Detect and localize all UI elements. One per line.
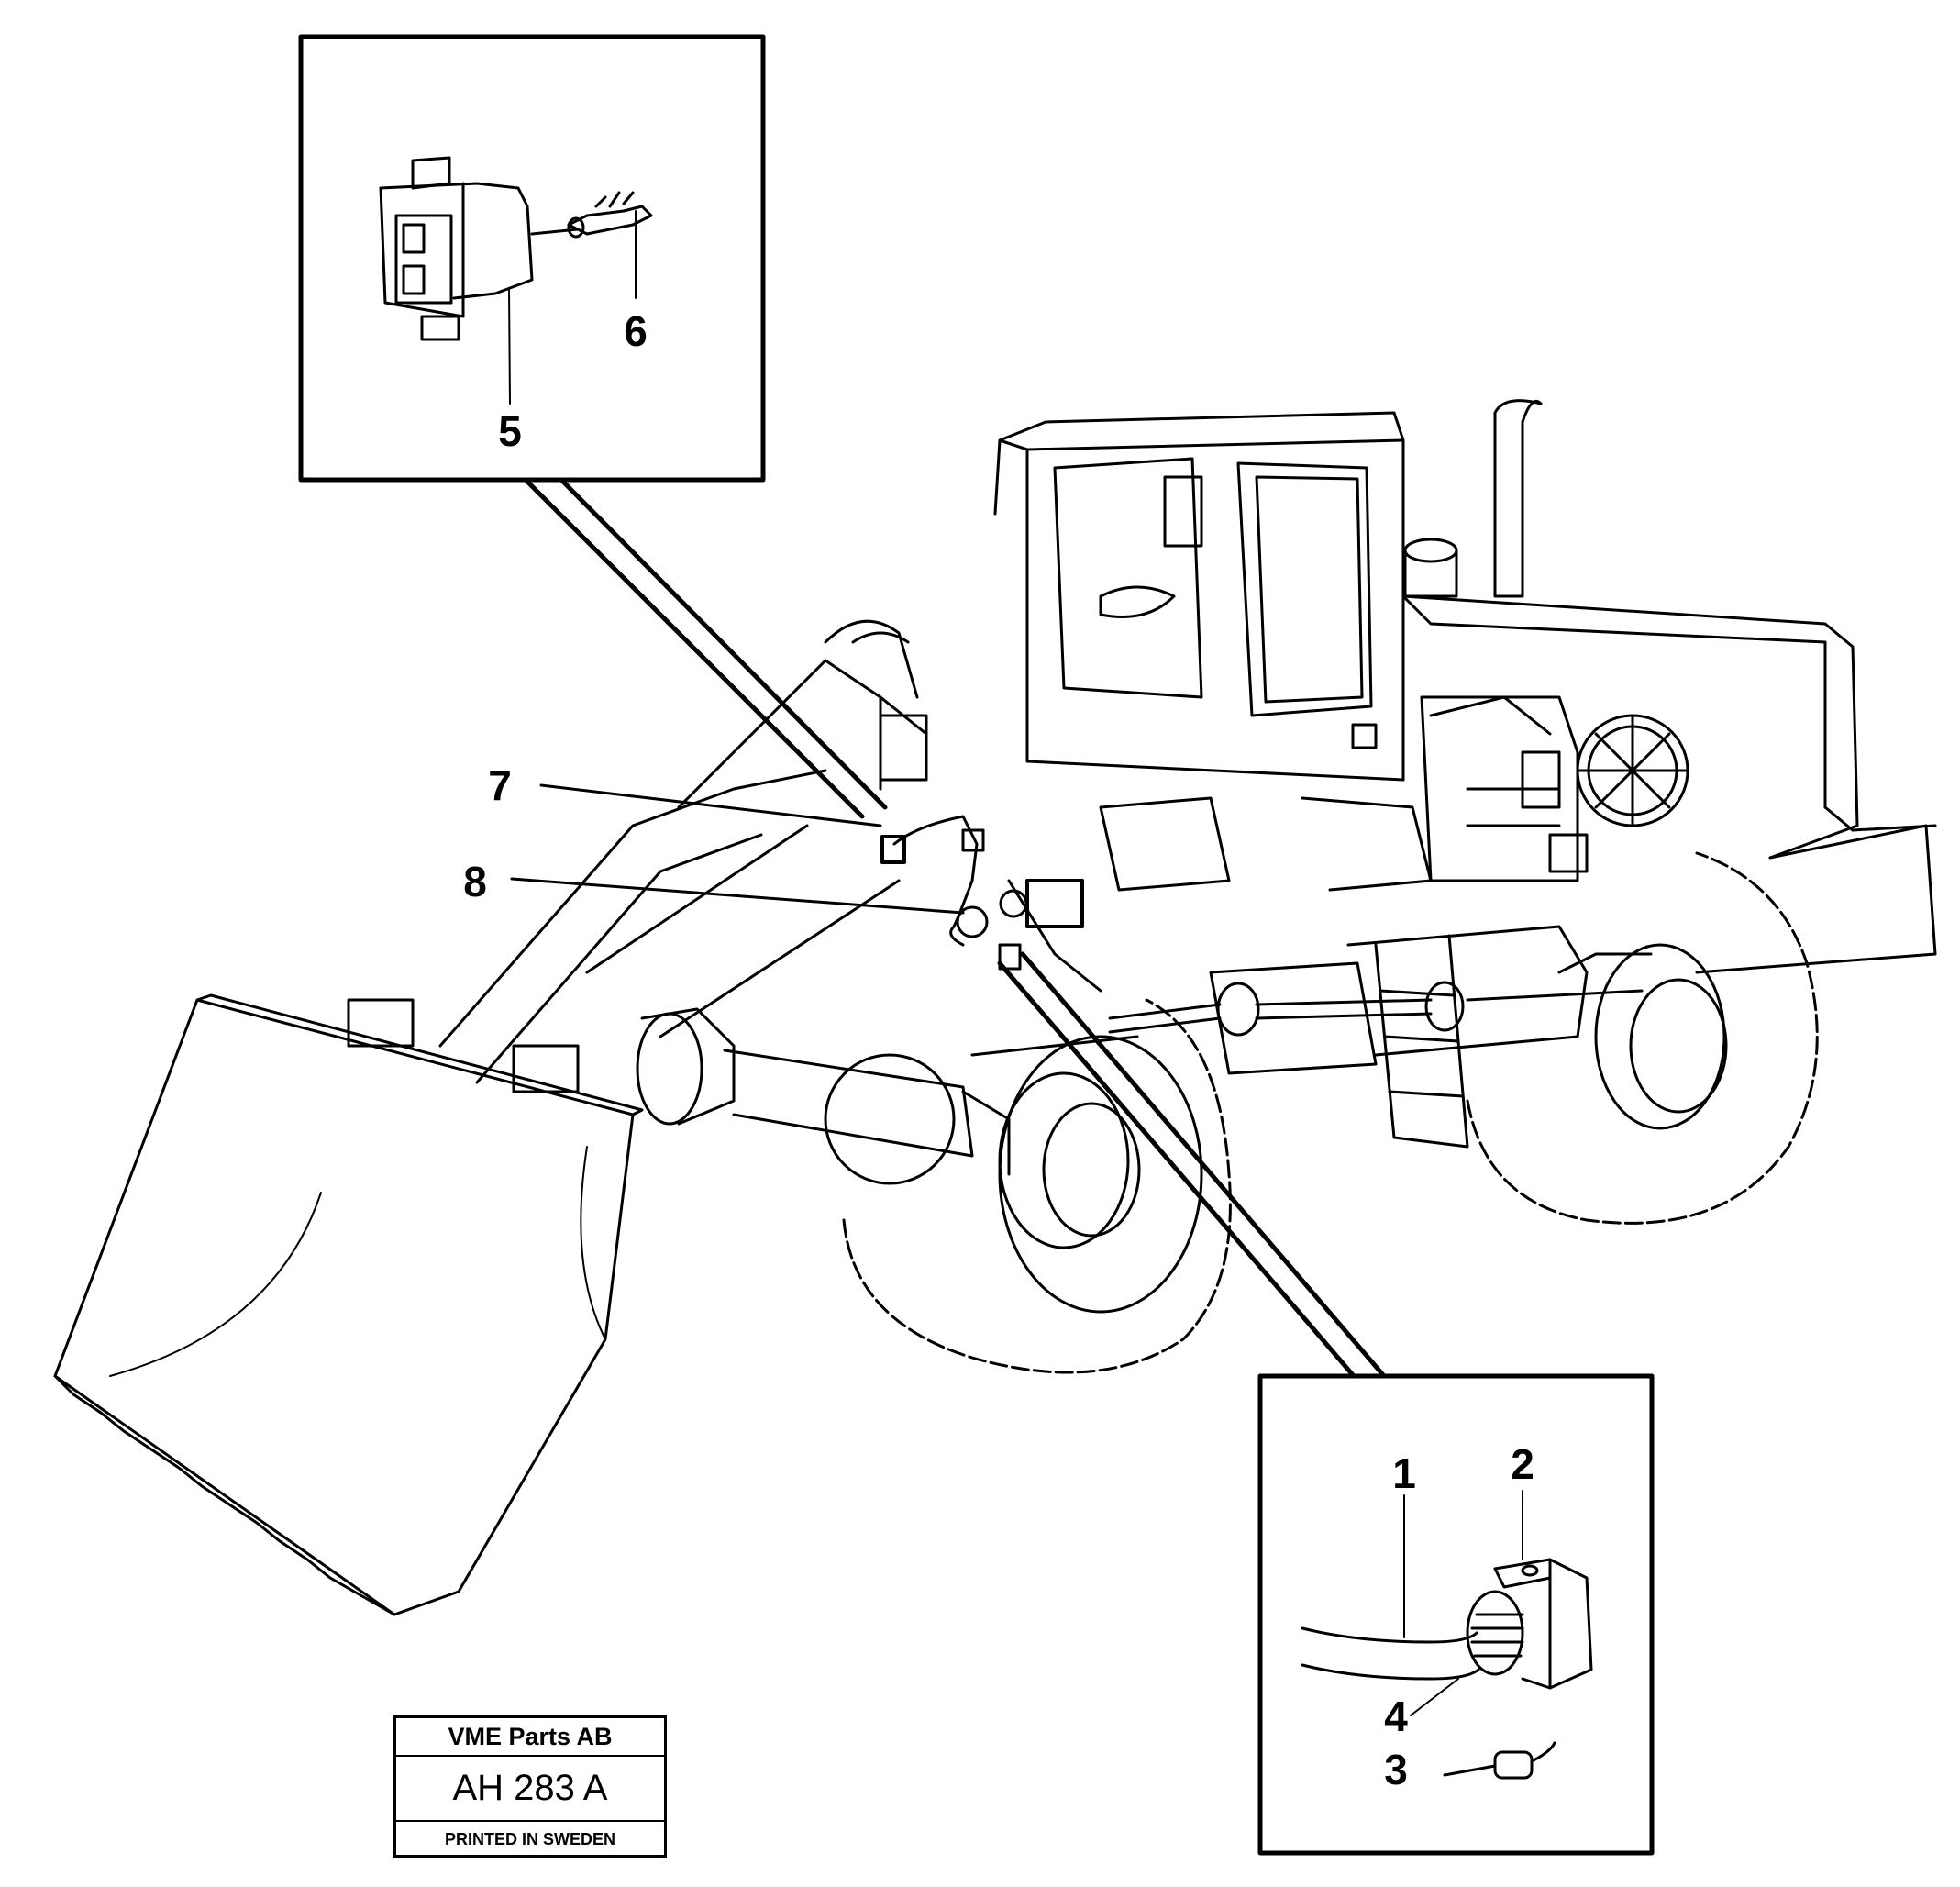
front-axle	[636, 1007, 1141, 1249]
callout-6: 6	[624, 307, 648, 355]
connector-detail-inset	[298, 34, 888, 819]
front-wheel	[842, 998, 1232, 1374]
bucket	[53, 993, 644, 1616]
lift-arms	[438, 619, 928, 1084]
terminal-pin-part-6	[567, 191, 653, 239]
operator-cab	[993, 411, 1405, 782]
wheel-loader-illustration	[53, 399, 1937, 1616]
access-steps	[1374, 934, 1469, 1149]
exhaust-stack	[1403, 399, 1543, 598]
engine-hood	[1301, 594, 1937, 974]
drive-shaft	[1108, 981, 1465, 1037]
connector-housing-part-5	[379, 156, 580, 341]
speed-sensor-assembly	[880, 815, 1084, 971]
rear-axle	[1346, 925, 1728, 1130]
company-name: VME Parts AB	[396, 1718, 664, 1757]
callout-leaders	[510, 783, 965, 915]
rear-wheel	[1466, 851, 1819, 1225]
callout-numbers: 1 2 3 4 5 6 7 8	[463, 307, 1534, 1793]
callout-1: 1	[1392, 1449, 1416, 1497]
cable-part-1	[1301, 1626, 1480, 1681]
seal-part-3	[1443, 1741, 1556, 1780]
title-block: VME Parts AB AH 283 A PRINTED IN SWEDEN	[393, 1715, 667, 1858]
sensor-connector-part-2	[1466, 1558, 1593, 1690]
drawing-code: AH 283 A	[396, 1755, 664, 1822]
callout-3: 3	[1384, 1746, 1408, 1793]
callout-7: 7	[488, 761, 512, 809]
callout-8: 8	[463, 858, 487, 905]
callout-2: 2	[1511, 1440, 1534, 1488]
callout-4: 4	[1384, 1693, 1408, 1740]
printed-note: PRINTED IN SWEDEN	[444, 1830, 615, 1848]
sensor-detail-inset	[997, 951, 1655, 1856]
center-frame	[1007, 796, 1378, 1075]
callout-5: 5	[498, 407, 522, 455]
